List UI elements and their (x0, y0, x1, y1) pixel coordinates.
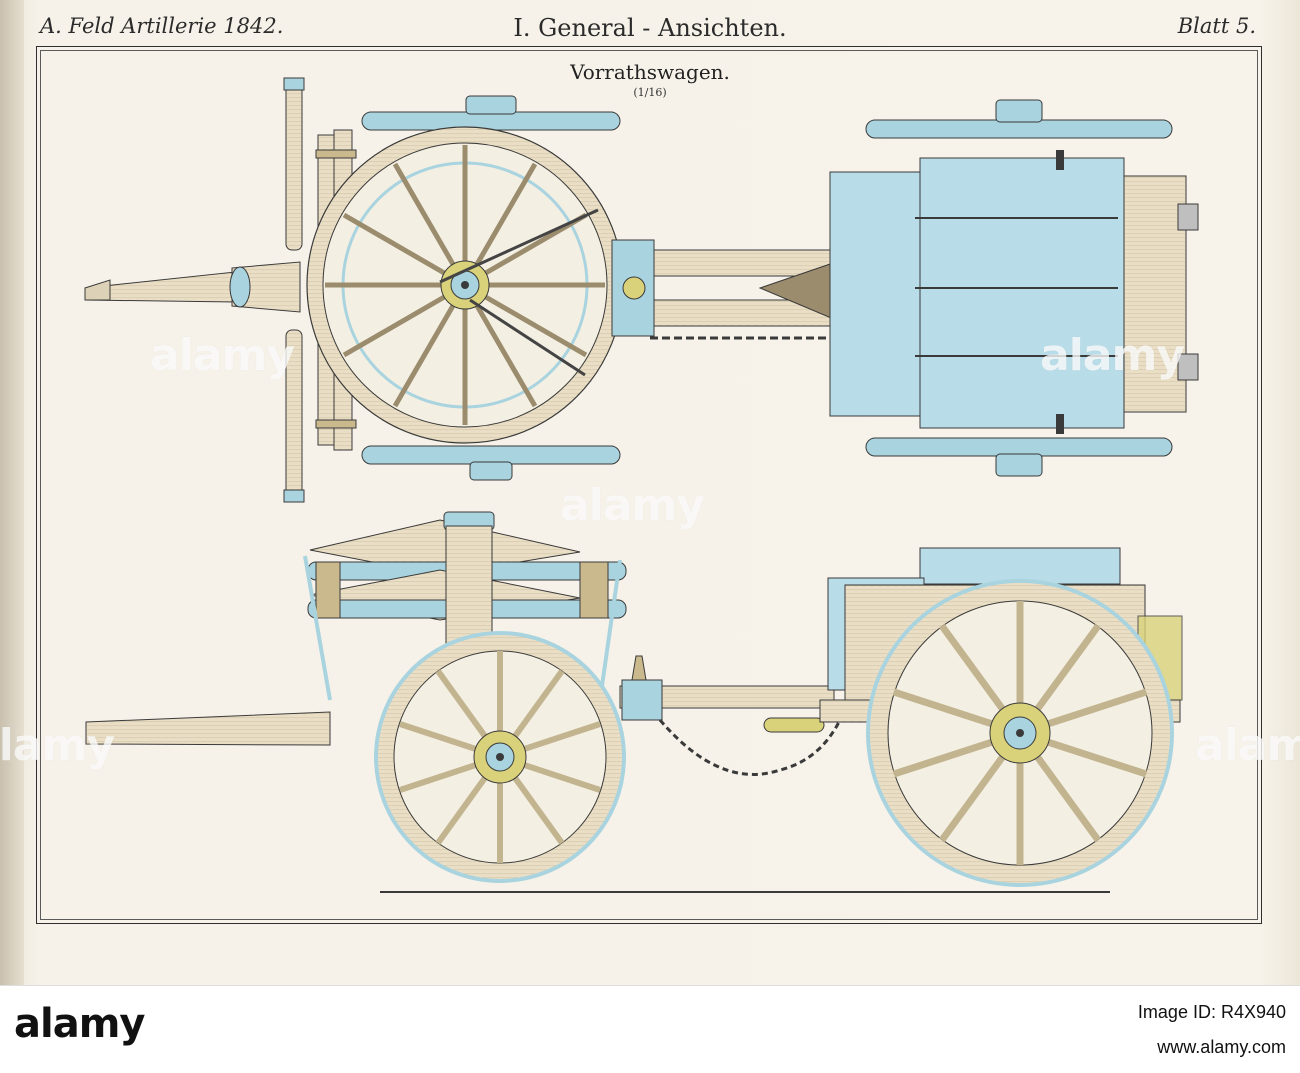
plate-frame-inner (40, 50, 1258, 920)
alamy-logo: alamy (14, 1001, 145, 1047)
plan-pole (84, 261, 301, 313)
wagon-drawing (84, 77, 1199, 893)
image-id: Image ID: R4X940 (1137, 1002, 1286, 1022)
plate-scale: (1/16) (633, 86, 667, 99)
plan-front-wheel-rims (361, 95, 621, 481)
footer-bar (0, 985, 1300, 1073)
side-spare-wheels (303, 511, 627, 701)
plan-rear-wheel-rims (865, 99, 1173, 477)
side-front-wheel (374, 631, 626, 883)
plan-perch (611, 239, 837, 340)
footer-url[interactable]: www.alamy.com (1157, 1037, 1286, 1057)
header-sheet-number: Blatt 5. (1177, 14, 1256, 38)
plate-title: Vorrathswagen. (570, 60, 730, 84)
side-pole (85, 711, 331, 746)
side-view (85, 511, 1183, 893)
side-perch-chain (619, 655, 842, 776)
plan-spare-wheel (306, 126, 624, 444)
plan-wagon-box (829, 150, 1199, 434)
header-title: I. General - Ansichten. (513, 14, 787, 42)
plate-frame (36, 46, 1262, 924)
plan-view (84, 77, 1199, 503)
book-binding-edge (0, 0, 24, 985)
side-rear-wheel (866, 579, 1174, 887)
footer-meta: Image ID: R4X940 www.alamy.com (1138, 1002, 1286, 1058)
header-left: A. Feld Artillerie 1842. (40, 14, 284, 38)
